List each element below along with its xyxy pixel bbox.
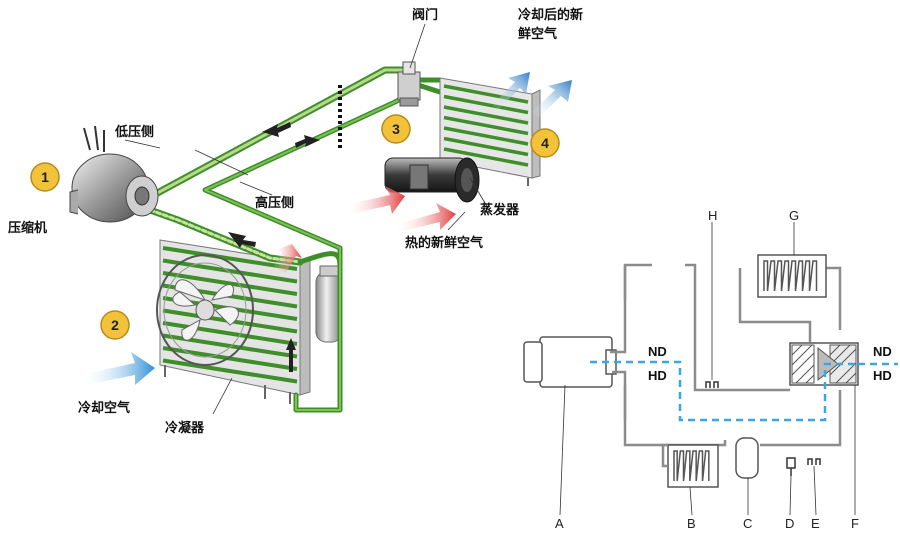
- label-e: E: [811, 516, 820, 531]
- blower: [384, 157, 480, 203]
- label-compressor: 压缩机: [8, 220, 47, 236]
- hot-air-arrows: [345, 186, 456, 232]
- condenser-tube: [162, 258, 298, 284]
- label-g: G: [789, 208, 799, 223]
- evaporator-coil: [763, 260, 818, 292]
- evaporator-tube: [443, 147, 529, 167]
- svg-text:1: 1: [41, 169, 49, 185]
- cooled-air-arrows: [492, 72, 572, 118]
- low-pressure-dashed-line: [590, 360, 898, 422]
- leader-lines: [124, 23, 489, 415]
- expansion-hatch: [791, 344, 857, 384]
- label-f: F: [851, 516, 859, 531]
- label-high-pressure-side: 高压侧: [255, 195, 294, 211]
- schematic-receiver-c: [735, 437, 759, 479]
- cooling-air-arrow: [80, 352, 155, 385]
- label-b: B: [687, 516, 696, 531]
- sensor-e: [807, 458, 821, 465]
- schematic-compressor-a: [539, 336, 613, 388]
- label-nd-left: ND: [648, 344, 667, 359]
- receiver-drier: [315, 265, 343, 343]
- flow-arrows: [228, 122, 320, 372]
- label-h: H: [708, 208, 717, 223]
- sensor-d: [786, 457, 796, 476]
- badge-4: 4: [530, 128, 560, 158]
- letter-leaders: [559, 222, 856, 516]
- label-condenser: 冷凝器: [165, 420, 205, 436]
- label-evaporator: 蒸发器: [480, 202, 520, 218]
- evaporator-tube: [443, 105, 529, 125]
- condenser-tube: [162, 271, 298, 296]
- badge-1: 1: [30, 162, 60, 192]
- label-nd-right: ND: [873, 344, 892, 359]
- label-cooled-fresh-air-2: 鲜空气: [518, 26, 557, 42]
- label-hd-right: HD: [873, 368, 892, 383]
- evaporator-tube: [443, 126, 529, 146]
- compressor: [69, 125, 159, 223]
- svg-text:3: 3: [392, 121, 400, 137]
- label-a: A: [555, 516, 564, 531]
- label-hd-left: HD: [648, 368, 667, 383]
- sensor-h: [705, 381, 719, 388]
- condenser: [156, 239, 311, 404]
- evaporator-tube: [443, 136, 529, 157]
- svg-text:4: 4: [541, 135, 549, 151]
- evaporator-tube: [443, 84, 529, 104]
- condenser-tube: [162, 358, 298, 384]
- label-hot-fresh-air: 热的新鲜空气: [405, 235, 483, 251]
- label-low-pressure-side: 低压侧: [114, 124, 154, 140]
- condenser-coil: [673, 450, 710, 482]
- label-cooled-fresh-air-1: 冷却后的新: [518, 7, 583, 23]
- evaporator-tube: [443, 94, 529, 115]
- badge-3: 3: [381, 114, 411, 144]
- condenser-tube: [162, 321, 298, 346]
- condenser-fan: [156, 254, 254, 366]
- expansion-valve: [397, 61, 421, 107]
- hot-exhaust-arrow: [272, 244, 302, 272]
- label-d: D: [785, 516, 794, 531]
- label-cooling-air: 冷却空气: [78, 400, 130, 416]
- label-valve: 阀门: [412, 7, 438, 23]
- label-c: C: [743, 516, 752, 531]
- evaporator-tube: [443, 115, 529, 136]
- svg-text:2: 2: [111, 317, 119, 333]
- badge-2: 2: [100, 310, 130, 340]
